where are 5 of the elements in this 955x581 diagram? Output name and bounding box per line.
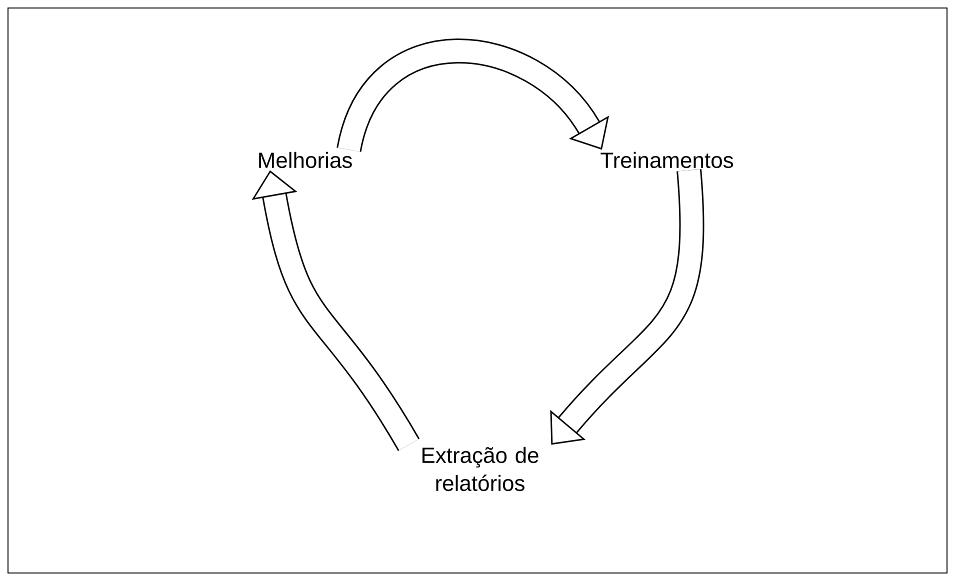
step-label: Treinamentos [600, 152, 734, 168]
block-arrow [550, 169, 704, 445]
step-label: Extração de relatórios [422, 446, 538, 492]
step-label: Melhorias [259, 152, 352, 168]
block-arrow [336, 38, 610, 154]
